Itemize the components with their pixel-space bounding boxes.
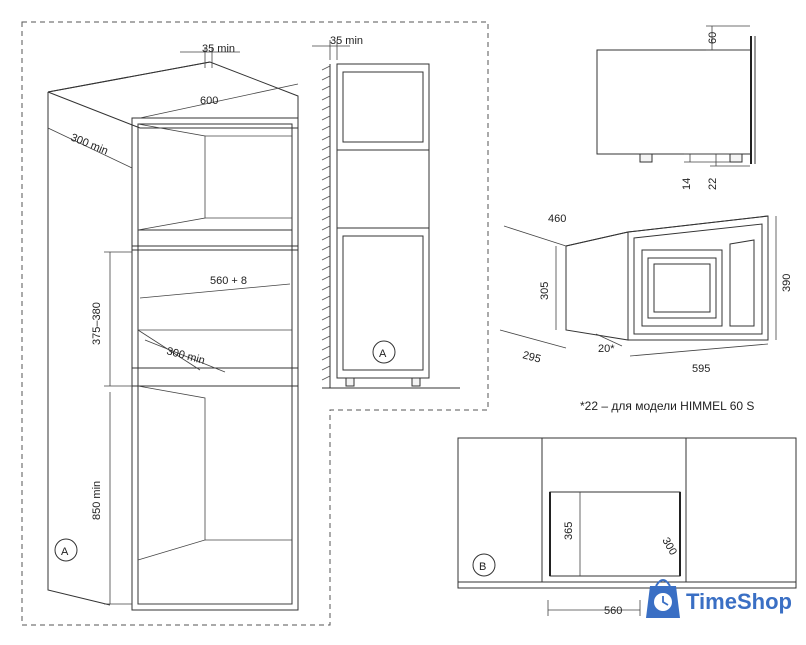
dim-depth-295: 295 [521,349,542,365]
dim-b-300: 300 [659,536,679,558]
svg-text:B: B [479,561,486,573]
dim-opening-height: 375–380 [91,302,103,345]
dim-width-595: 595 [692,363,710,375]
shopping-bag-clock-icon [646,579,680,618]
dim-side-22: 22 [707,178,719,190]
dim-depth-300: 300 min [69,132,110,158]
marker-a-side: A [372,340,396,364]
footnote-text: *22 – для модели HIMMEL 60 S [580,399,754,413]
dim-opening-width: 560 + 8 [210,275,247,287]
watermark-brand: TimeShop [686,589,792,614]
wall-hatching [321,65,331,381]
dim-side-60: 60 [707,32,719,44]
svg-text:A: A [61,546,69,558]
dim-base-height: 850 min [91,481,103,520]
marker-b: B [472,553,496,577]
dim-height-305: 305 [539,282,551,300]
watermark-logo: TimeShop [646,579,792,618]
dim-b-560: 560 [604,605,622,617]
side-section-drawing: 35 min [312,35,460,389]
dim-height-390: 390 [781,274,793,292]
dim-gap-side: 35 min [330,35,363,47]
oven-side-view: 60 14 22 [596,25,756,190]
dim-front-20: 20* [598,343,615,355]
cabinet-dimensions: 35 min 600 300 min 560 + 8 375–380 300 m… [47,43,299,605]
oven-iso-view: 460 305 390 295 20* 595 [499,213,793,375]
cabinet-drawing [47,61,299,611]
dim-opening-depth: 300 min [165,345,206,367]
dim-b-365: 365 [563,522,575,540]
dim-side-14: 14 [681,178,693,190]
detail-b-drawing: 365 300 560 [457,437,797,617]
dim-depth-460: 460 [548,213,566,225]
dashed-frame-a [21,21,489,626]
svg-text:A: A [379,348,387,360]
dim-width-600: 600 [200,95,218,107]
marker-a-main: A [54,538,78,562]
dim-gap-top: 35 min [202,43,235,55]
